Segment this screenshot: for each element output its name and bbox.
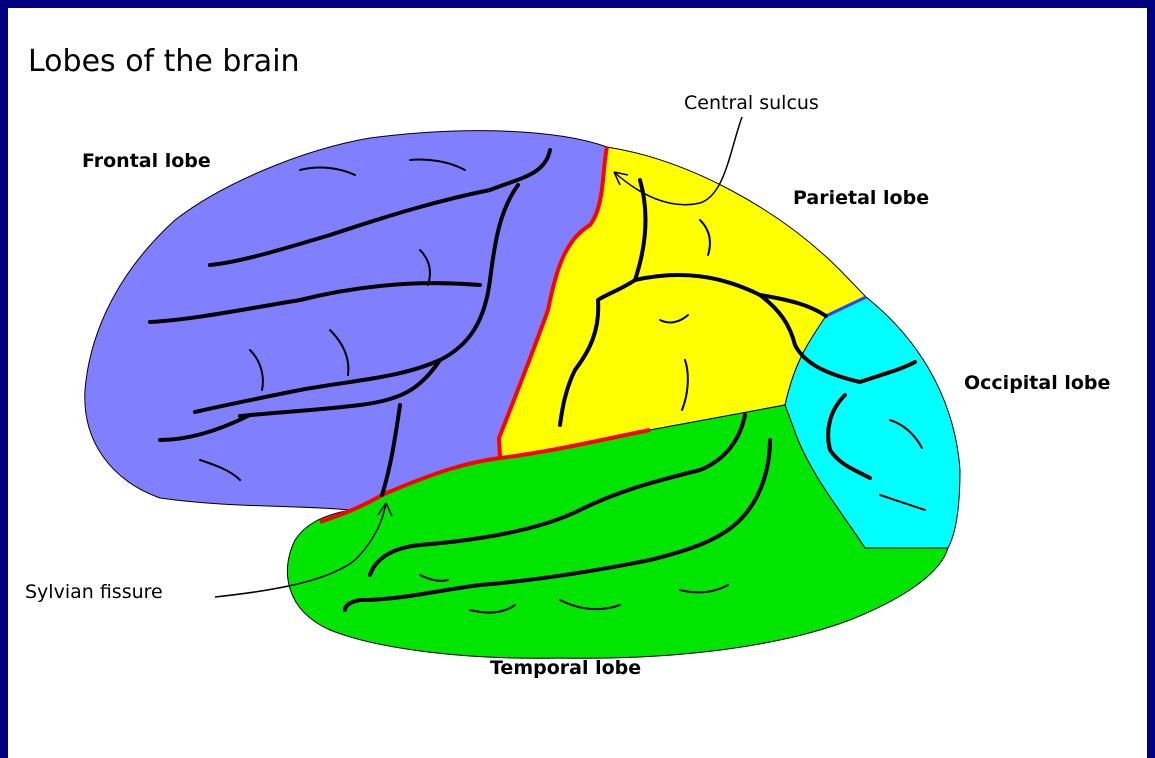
occipital-lobe-label: Occipital lobe: [964, 372, 1110, 394]
parietal-lobe-label: Parietal lobe: [793, 187, 929, 209]
sylvian-fissure-label: Sylvian fissure: [25, 581, 163, 603]
temporal-lobe-label: Temporal lobe: [490, 657, 641, 679]
frontal-lobe-label: Frontal lobe: [82, 150, 211, 172]
central-sulcus-label: Central sulcus: [684, 92, 819, 114]
